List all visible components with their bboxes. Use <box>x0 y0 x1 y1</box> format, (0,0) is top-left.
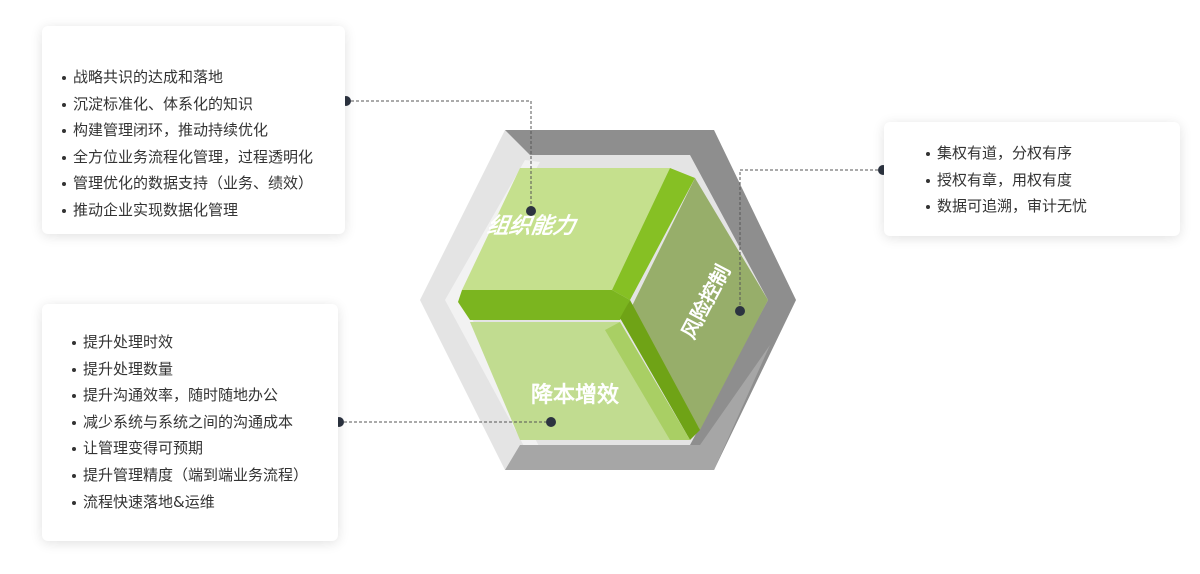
bullet-dot <box>72 367 76 372</box>
bullet-dot <box>62 155 66 160</box>
list-item: 推动企业实现数据化管理 <box>62 197 345 224</box>
bullet-dot <box>926 152 930 156</box>
connector-dot-bottom-face <box>546 417 556 427</box>
list-item-text: 战略共识的达成和落地 <box>73 68 224 86</box>
list-item-text: 提升沟通效率，随时随地办公 <box>83 386 279 405</box>
list-item: 减少系统与系统之间的沟通成本 <box>72 409 338 436</box>
list-item: 让管理变得可预期 <box>72 435 338 462</box>
list-item-text: 提升处理数量 <box>83 359 174 378</box>
cube-top-face-label: 组织能力 <box>485 213 578 239</box>
list-item: 提升沟通效率，随时随地办公 <box>72 382 338 409</box>
bullet-dot <box>72 500 76 505</box>
list-item-text: 推动企业实现数据化管理 <box>73 200 239 219</box>
list-item-text: 提升处理时效 <box>83 333 174 351</box>
connector-dot-top-face <box>526 206 536 216</box>
list-item: 提升管理精度（端到端业务流程） <box>72 462 338 489</box>
list-item-text: 全方位业务流程化管理，过程透明化 <box>73 147 314 166</box>
list-item-text: 让管理变得可预期 <box>83 439 204 458</box>
card-cost-reduction: 提升处理时效 提升处理数量 提升沟通效率，随时随地办公 减少系统与系统之间的沟通… <box>42 304 338 541</box>
list-item-text: 授权有章，用权有度 <box>937 170 1073 189</box>
card-organizational-capability: 战略共识的达成和落地 沉淀标准化、体系化的知识 构建管理闭环，推动持续优化 全方… <box>42 26 345 234</box>
list-item: 数据可追溯，审计无忧 <box>926 193 1180 220</box>
list-item: 提升处理时效 <box>72 329 338 356</box>
cube-bottom-face-label: 降本增效 <box>531 382 619 408</box>
list-item: 授权有章，用权有度 <box>926 167 1180 194</box>
list-item-text: 数据可追溯，审计无忧 <box>937 197 1088 216</box>
bullet-dot <box>72 473 76 478</box>
list-item-text: 沉淀标准化、体系化的知识 <box>73 94 254 113</box>
list-item-text: 管理优化的数据支持（业务、绩效） <box>73 174 314 193</box>
list-item: 构建管理闭环，推动持续优化 <box>62 117 345 144</box>
cube-top-face <box>462 168 670 290</box>
list-item-text: 流程快速落地&运维 <box>83 492 215 511</box>
bullet-dot <box>72 447 76 452</box>
list-item: 提升处理数量 <box>72 356 338 383</box>
list-item: 集权有道，分权有序 <box>926 140 1180 167</box>
list-item: 管理优化的数据支持（业务、绩效） <box>62 170 345 197</box>
card-risk-control: 集权有道，分权有序 授权有章，用权有度 数据可追溯，审计无忧 <box>884 122 1180 236</box>
list-item: 战略共识的达成和落地 <box>62 64 345 91</box>
cube-bottom-face-shade <box>605 322 690 440</box>
cube-middle-band <box>458 290 630 320</box>
list-item: 全方位业务流程化管理，过程透明化 <box>62 144 345 171</box>
list-item-text: 提升管理精度（端到端业务流程） <box>83 465 309 484</box>
list-item-text: 减少系统与系统之间的沟通成本 <box>83 412 294 431</box>
bullet-dot <box>62 129 66 134</box>
connector-top-left <box>346 100 532 211</box>
list-item-text: 构建管理闭环，推动持续优化 <box>73 121 269 140</box>
list-item: 沉淀标准化、体系化的知识 <box>62 91 345 118</box>
bullet-dot <box>926 178 930 183</box>
bullet-dot <box>72 394 76 399</box>
bullet-dot <box>62 182 66 187</box>
bullet-dot <box>72 420 76 425</box>
list-cost-reduction: 提升处理时效 提升处理数量 提升沟通效率，随时随地办公 减少系统与系统之间的沟通… <box>72 329 338 515</box>
cube-top-face-edge <box>612 168 695 300</box>
bullet-dot <box>72 341 76 345</box>
bullet-dot <box>926 205 930 210</box>
list-organizational-capability: 战略共识的达成和落地 沉淀标准化、体系化的知识 构建管理闭环，推动持续优化 全方… <box>62 64 345 224</box>
bullet-dot <box>62 102 66 107</box>
connector-right <box>739 169 883 311</box>
bullet-dot <box>62 76 66 80</box>
list-item-text: 集权有道，分权有序 <box>937 144 1073 162</box>
cube-right-face-inner-edge <box>620 300 700 440</box>
hexagon-frame-bottom-gray <box>505 345 770 470</box>
bullet-dot <box>62 208 66 213</box>
list-risk-control: 集权有道，分权有序 授权有章，用权有度 数据可追溯，审计无忧 <box>926 140 1180 220</box>
connector-dot-right-face <box>735 306 745 316</box>
list-item: 流程快速落地&运维 <box>72 489 338 516</box>
